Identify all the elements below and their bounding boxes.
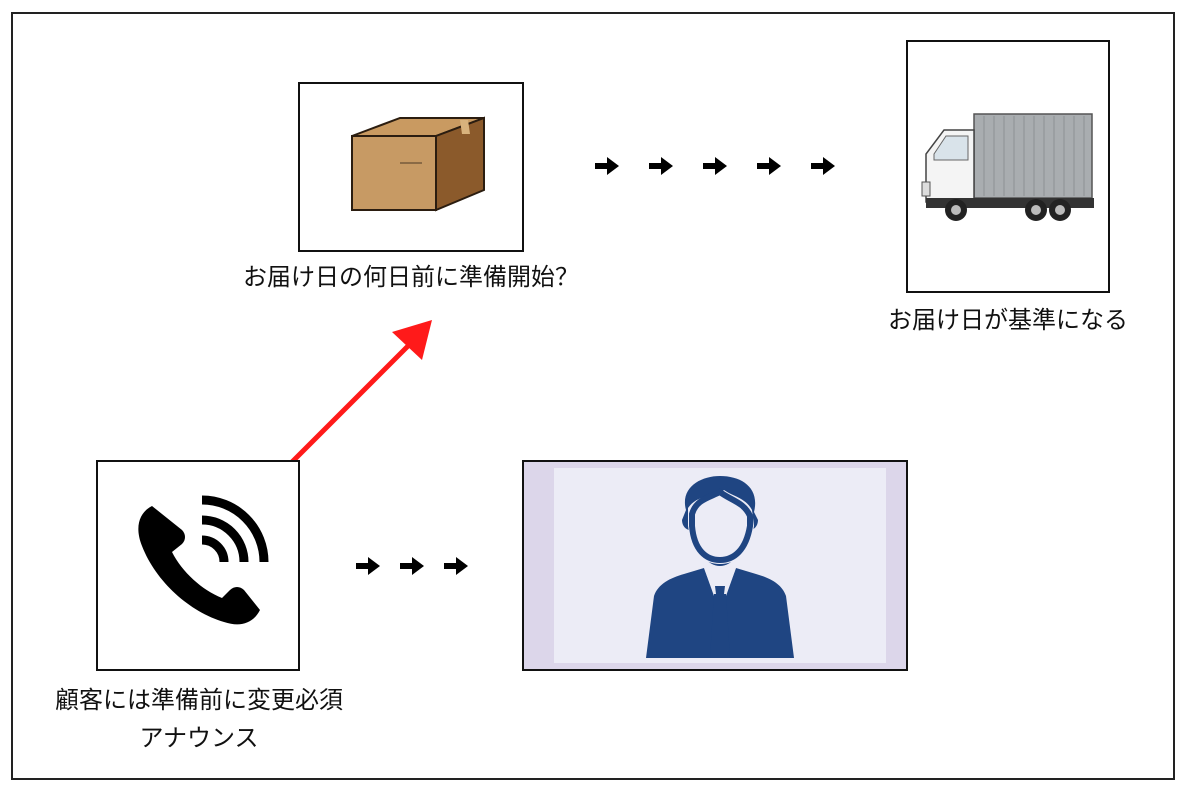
bottom-arrow-sequence: [356, 557, 468, 575]
top-arrow-sequence: [595, 157, 835, 175]
red-arrow-icon: [272, 320, 432, 482]
package-caption: お届け日の何日前に準備開始？: [243, 263, 579, 291]
phone-caption-line1: 顧客には準備前に変更必須: [55, 686, 343, 714]
person-panel: [554, 468, 886, 663]
truck-caption: お届け日が基準になる: [888, 306, 1128, 334]
phone-caption-line2: アナウンス: [139, 724, 259, 752]
package-card: [298, 82, 524, 252]
diagram-frame: [11, 12, 1175, 780]
right-arrow-icon: [811, 157, 835, 175]
businessman-icon: [646, 476, 794, 658]
phone-call-icon: [138, 495, 269, 625]
right-arrow-icon: [649, 157, 673, 175]
phone-card: [96, 460, 300, 671]
right-arrow-icon: [703, 157, 727, 175]
delivery-truck-icon: [921, 113, 1094, 221]
right-arrow-icon: [400, 557, 424, 575]
person-card: [522, 460, 908, 671]
truck-card: [906, 40, 1110, 293]
right-arrow-icon: [595, 157, 619, 175]
cardboard-box-icon: [351, 116, 485, 212]
right-arrow-icon: [757, 157, 781, 175]
right-arrow-icon: [356, 557, 380, 575]
right-arrow-icon: [444, 557, 468, 575]
